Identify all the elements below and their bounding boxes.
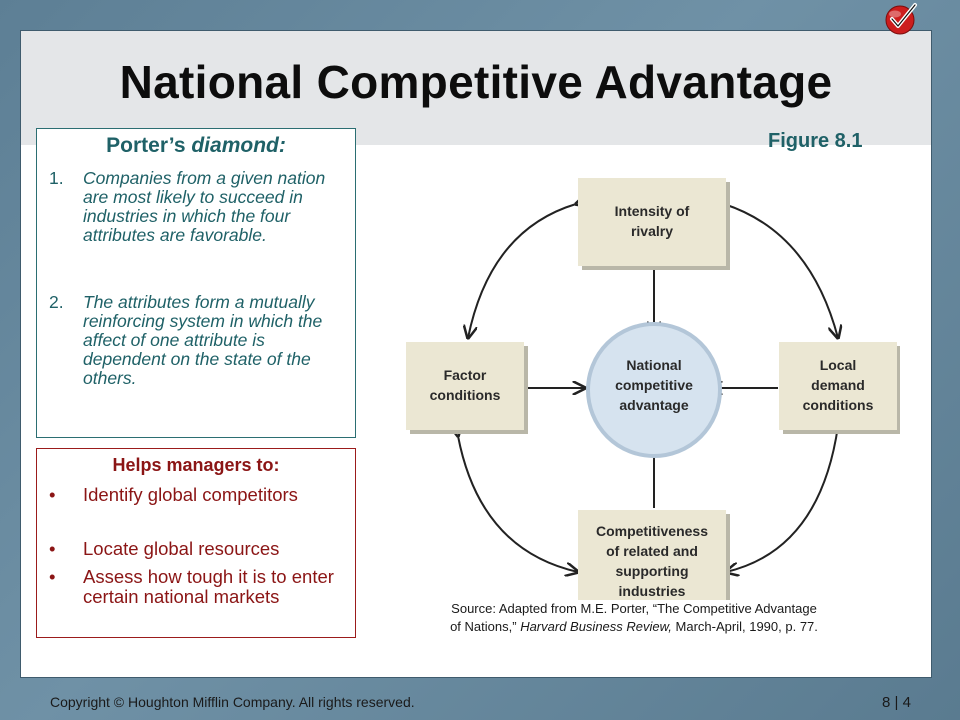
item-text: Companies from a given nation are most l… xyxy=(83,168,326,245)
node-label-line: conditions xyxy=(430,387,501,403)
node-label-line: Local xyxy=(820,357,857,373)
node-box-right xyxy=(779,342,897,430)
bullet: • xyxy=(49,566,56,587)
node-box-bottom xyxy=(578,510,726,600)
node-label-line: rivalry xyxy=(631,223,673,239)
center-label-line: National xyxy=(626,357,681,373)
node-label-line: Intensity of xyxy=(615,203,690,219)
item-text: Assess how tough it is to enter certain … xyxy=(83,566,334,607)
bullet: • xyxy=(49,484,56,505)
curve-arrow-left-bottom xyxy=(458,436,578,572)
center-circle xyxy=(586,322,722,458)
helps-item-1: • Identify global competitors xyxy=(49,485,351,505)
porters-diamond-diagram: National competitive advantage Intensity… xyxy=(406,178,900,600)
copyright-notice: Copyright © Houghton Mifflin Company. Al… xyxy=(50,694,415,710)
checkmark-icon xyxy=(885,3,917,35)
porter-item-2: 2. The attributes form a mutually reinfo… xyxy=(49,293,351,388)
curve-arrow-right-bottom xyxy=(726,426,838,572)
item-text: Identify global competitors xyxy=(83,484,298,505)
porters-diamond-box: Porter’s diamond: 1. Companies from a gi… xyxy=(36,128,356,438)
bullet: • xyxy=(49,538,56,559)
porter-item-1: 1. Companies from a given nation are mos… xyxy=(49,169,351,245)
item-number: 2. xyxy=(49,292,64,312)
center-label-line: competitive xyxy=(615,377,693,393)
figure-label: Figure 8.1 xyxy=(768,130,863,152)
helps-item-2: • Locate global resources xyxy=(49,539,351,559)
node-label-line: of related and xyxy=(606,543,698,559)
node-box-top xyxy=(578,178,726,266)
page-number: 8 | 4 xyxy=(882,694,911,711)
curve-arrow-top-left xyxy=(468,204,576,338)
node-box-left xyxy=(406,342,524,430)
source-citation-line-2: of Nations,” Harvard Business Review, Ma… xyxy=(450,619,818,634)
item-number: 1. xyxy=(49,168,64,188)
curve-arrow-top-right xyxy=(724,204,838,338)
node-label-line: industries xyxy=(619,583,686,599)
node-label-line: Competitiveness xyxy=(596,523,708,539)
node-label-line: supporting xyxy=(615,563,688,579)
item-text: Locate global resources xyxy=(83,538,280,559)
helps-managers-box: Helps managers to: • Identify global com… xyxy=(36,448,356,638)
source-citation-line-1: Source: Adapted from M.E. Porter, “The C… xyxy=(451,601,817,616)
porters-diamond-heading: Porter’s diamond: xyxy=(106,134,286,157)
center-label-line: advantage xyxy=(619,397,688,413)
item-text: The attributes form a mutually reinforci… xyxy=(83,292,323,388)
helps-managers-heading: Helps managers to: xyxy=(112,455,280,475)
node-label-line: conditions xyxy=(803,397,874,413)
node-label-line: Factor xyxy=(444,367,487,383)
title-band: National Competitive Advantage xyxy=(21,31,931,145)
helps-item-3: • Assess how tough it is to enter certai… xyxy=(49,567,351,607)
page-title: National Competitive Advantage xyxy=(119,56,833,108)
node-label-line: demand xyxy=(811,377,865,393)
